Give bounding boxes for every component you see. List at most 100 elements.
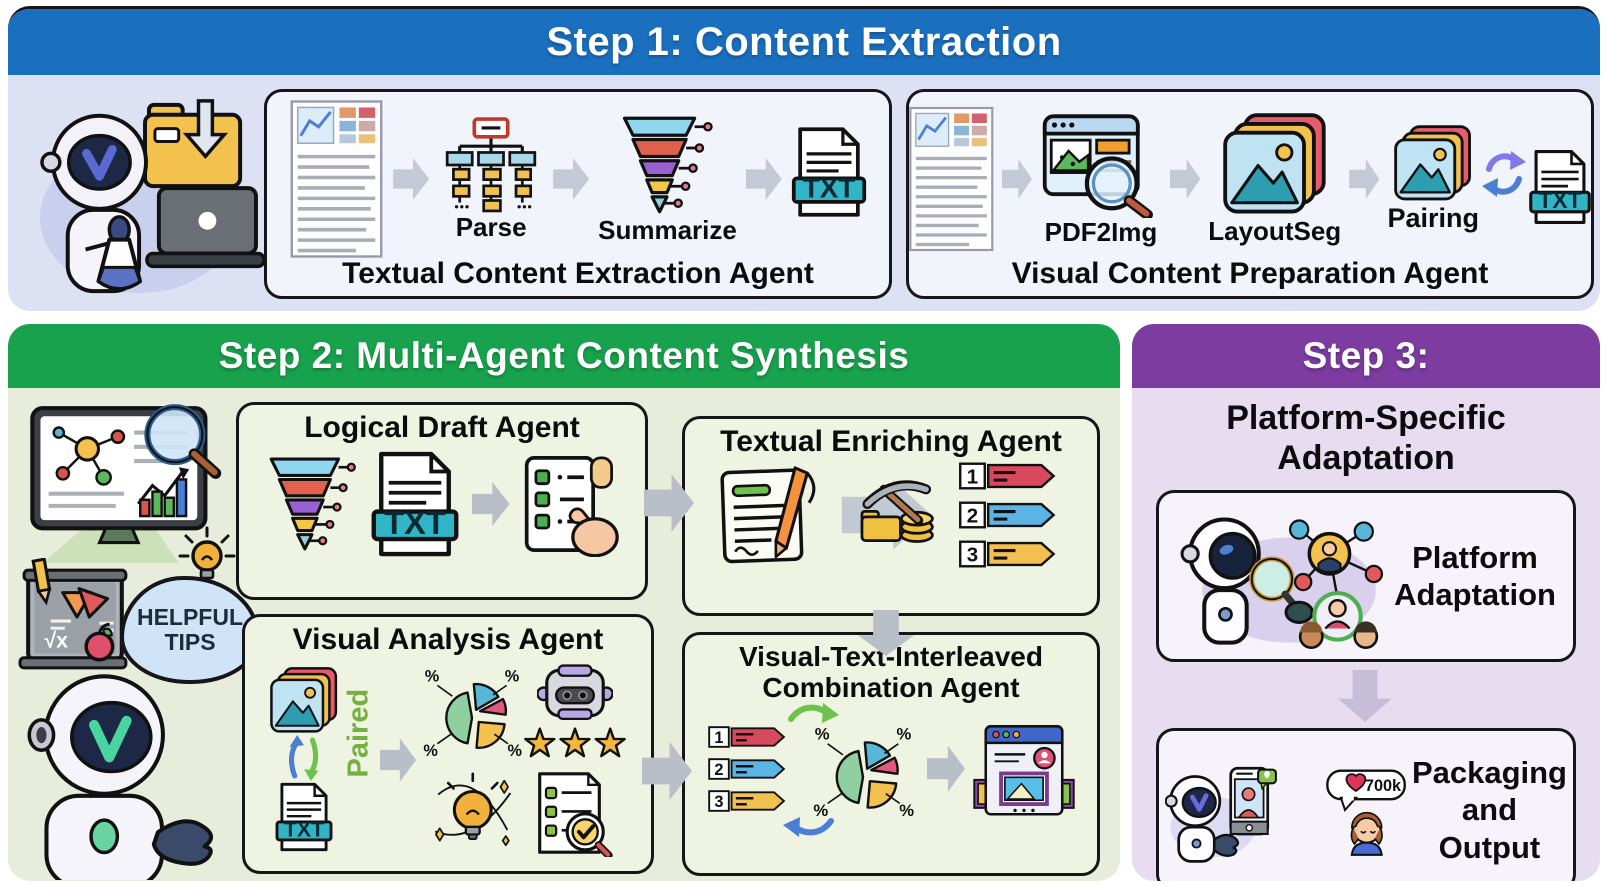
step1-header: Step 1: Content Extraction (8, 9, 1600, 75)
flow-arrow-icon (380, 738, 416, 782)
flow-arrow-icon (1001, 159, 1032, 199)
parse-tree-icon (445, 117, 537, 213)
paired-label: Paired (342, 688, 375, 777)
parse-step: Parse (438, 117, 544, 241)
svg-text:%: % (896, 724, 911, 743)
packaging-output-box: 700k Packaging and Output (1156, 728, 1576, 881)
ranked-list: 1 2 3 (958, 461, 1062, 569)
robot-head-icon (537, 664, 613, 721)
textual-enriching-title: Textual Enriching Agent (720, 425, 1062, 458)
svg-text:700k: 700k (1365, 777, 1402, 795)
flow-arrow-icon (1338, 670, 1392, 722)
step2-header: Step 2: Multi-Agent Content Synthesis (8, 324, 1120, 388)
step1-title: Step 1: Content Extraction (546, 19, 1062, 64)
three-stars-icon (524, 727, 626, 758)
rank-banner-3: 3 (959, 540, 1056, 568)
svg-text:3: 3 (714, 793, 723, 811)
pairing-label: Pairing (1387, 203, 1479, 234)
flow-arrow-icon (553, 158, 590, 200)
summarize-step: Summarize (598, 114, 737, 244)
svg-text:%: % (425, 667, 440, 685)
txt-file-icon: TXT (1529, 150, 1591, 224)
parse-label: Parse (455, 211, 527, 242)
step1-panel: Step 1: Content Extraction (8, 6, 1600, 311)
layoutseg-label: LayoutSeg (1208, 215, 1342, 246)
paper-document-icon (290, 100, 383, 258)
step3-subtitle-line2: Adaptation (1277, 439, 1455, 478)
paper-document-icon (909, 106, 994, 252)
step3-panel: Step 3: Platform-Specific Adaptation (1132, 324, 1600, 881)
ranked-list: 1 2 3 (707, 725, 791, 813)
svg-text:3: 3 (967, 544, 978, 567)
step3-header: Step 3: (1132, 324, 1600, 388)
visual-analysis-title: Visual Analysis Agent (292, 623, 604, 656)
txt-file-icon: TXT (371, 451, 458, 557)
rank-banner-1: 1 (959, 462, 1056, 490)
helpful-tips-bubble: HELPFUL TIPS (120, 576, 260, 684)
flow-arrow-icon (927, 745, 965, 792)
txt-file-icon: TXT (791, 127, 866, 217)
rank-banner-1: 1 (708, 725, 786, 748)
tips-line1: HELPFUL (136, 603, 244, 630)
funnel-icon (623, 116, 714, 214)
svg-text:2: 2 (967, 505, 978, 528)
funnel-icon (269, 457, 356, 551)
visual-analysis-agent-box: Visual Analysis Agent (242, 614, 654, 874)
svg-text:TXT: TXT (803, 173, 855, 204)
rank-banner-3: 3 (708, 789, 786, 812)
svg-text:TXT: TXT (384, 505, 446, 541)
summarize-label: Summarize (598, 214, 737, 245)
mining-pickaxe-coins-icon (841, 480, 934, 550)
image-stack-icon (270, 667, 338, 733)
pdf2img-label: PDF2Img (1044, 216, 1158, 247)
visual-agent-title: Visual Content Preparation Agent (1011, 257, 1489, 290)
flow-arrow-icon (745, 158, 782, 200)
svg-text:TXT: TXT (284, 818, 324, 842)
platform-adaptation-box: Platform Adaptation (1156, 490, 1576, 662)
flow-arrow-icon (1169, 159, 1201, 199)
green-curve-arrow-icon (788, 702, 839, 723)
step2-title: Step 2: Multi-Agent Content Synthesis (218, 335, 910, 376)
logical-draft-agent-box: Logical Draft Agent (236, 402, 648, 600)
interleave-cluster: % % % % (783, 702, 919, 837)
checklist-hand-icon (524, 456, 619, 557)
svg-text:%: % (899, 801, 914, 820)
image-stack-icon (1222, 113, 1326, 214)
combination-title-line2: Combination Agent (762, 672, 1020, 704)
combination-agent-box: Visual-Text-Interleaved Combination Agen… (682, 632, 1100, 876)
svg-text:TXT: TXT (1538, 187, 1581, 213)
svg-text:2: 2 (714, 761, 723, 779)
tips-line2: TIPS (164, 629, 216, 655)
platform-adaptation-label: Platform Adaptation (1394, 539, 1556, 612)
packaging-output-label: Packaging and Output (1411, 755, 1567, 865)
svg-text:%: % (505, 667, 520, 685)
lightbulb-sparkles-icon (434, 772, 512, 847)
document-pen-icon (720, 466, 816, 564)
textual-enriching-agent-box: Textual Enriching Agent (682, 416, 1100, 616)
swap-arrows-icon (1482, 151, 1526, 197)
pie-chart-percent-icon: % % % % (423, 667, 523, 760)
pie-chart-percent-icon: % % % % (813, 724, 914, 820)
robot-presenter-illustration (27, 674, 214, 880)
robot-network-illustration (1180, 517, 1384, 649)
robot-phone-likes-illustration (1165, 766, 1277, 863)
logical-draft-title: Logical Draft Agent (304, 411, 580, 444)
checklist-magnifier-icon (538, 772, 613, 857)
svg-text:%: % (508, 741, 523, 759)
swap-arrows-vertical-icon (289, 735, 319, 781)
pairing-step: Pairing TXT (1387, 125, 1591, 234)
textual-agent-title: Textual Content Extraction Agent (342, 257, 814, 290)
lightbulb-icon (178, 526, 236, 580)
social-post-window-icon (973, 724, 1075, 816)
txt-file-icon: TXT (275, 782, 333, 852)
layoutseg-step: LayoutSeg (1208, 113, 1341, 245)
svg-text:1: 1 (714, 729, 723, 747)
flow-arrow-icon (471, 482, 510, 526)
visual-preparation-agent-box: PDF2Img LayoutSeg (906, 89, 1594, 299)
textual-extraction-agent-box: Parse (264, 89, 892, 299)
analysis-monitor-icon (30, 404, 222, 563)
svg-text:1: 1 (967, 466, 978, 489)
blue-curve-arrow-icon (783, 816, 834, 837)
svg-text:%: % (423, 741, 438, 759)
